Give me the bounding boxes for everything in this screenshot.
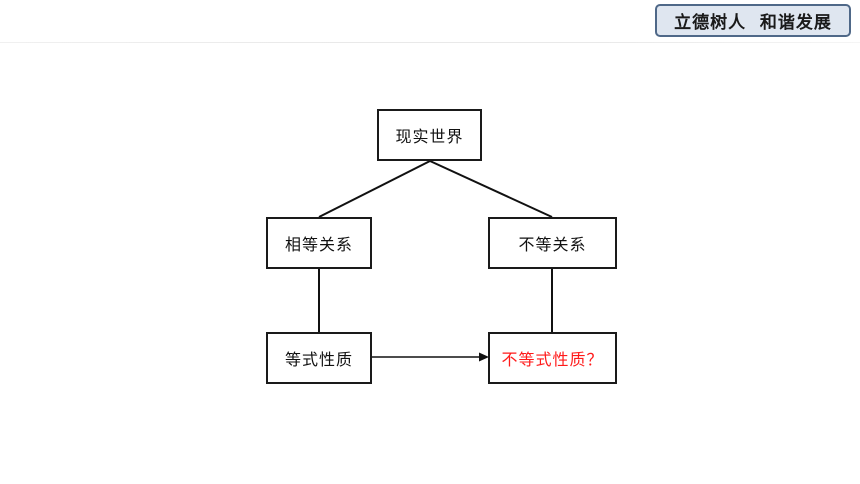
node-real-world: 现实世界: [377, 109, 482, 161]
connector-root-to-equal: [318, 160, 431, 218]
header-divider: [0, 42, 860, 43]
node-equality-properties: 等式性质: [266, 332, 372, 384]
slogan-badge: 立德树人 和谐发展: [655, 4, 851, 37]
connector-root-to-unequal: [429, 160, 553, 218]
node-inequality-properties: 不等式性质？: [488, 332, 617, 384]
node-equal-relation: 相等关系: [266, 217, 372, 269]
arrow-head: [479, 352, 489, 362]
node-unequal-relation: 不等关系: [488, 217, 617, 269]
